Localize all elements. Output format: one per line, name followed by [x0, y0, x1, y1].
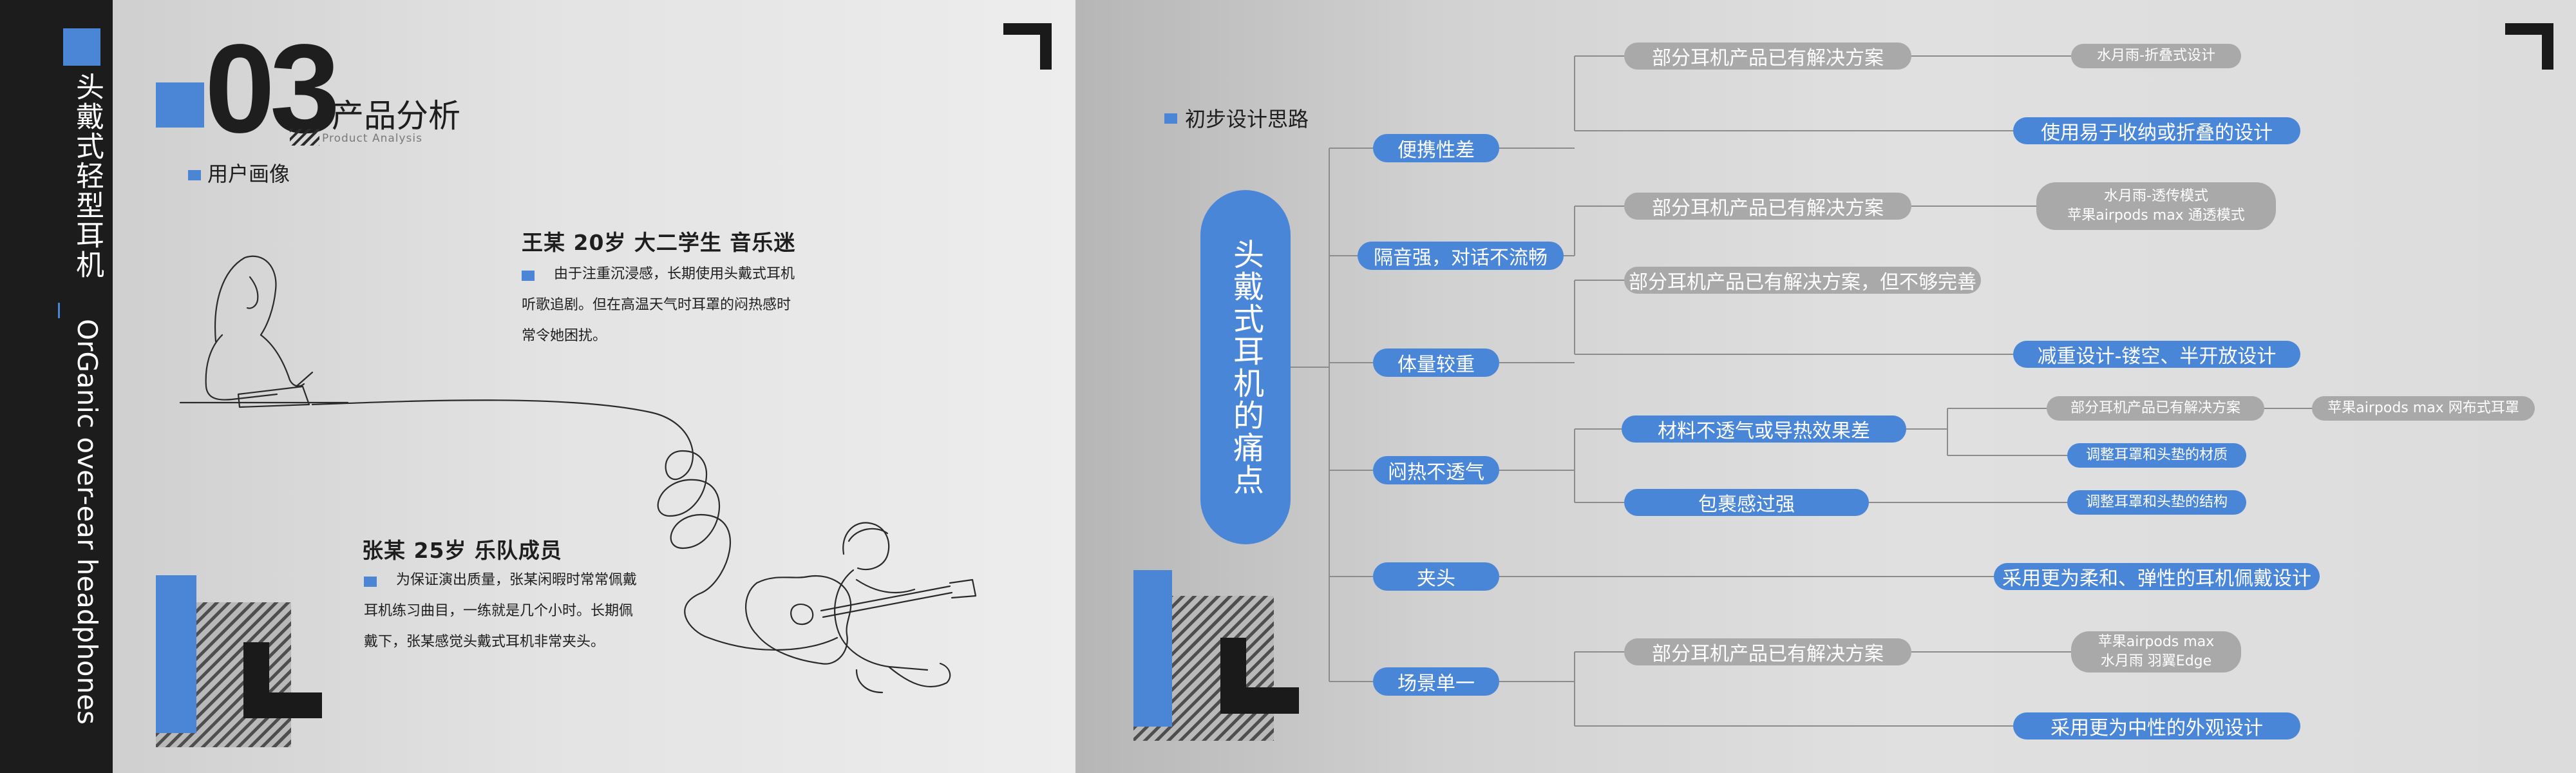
- pain-point-weight: 体量较重: [1373, 348, 1499, 377]
- persona2-line2: 耳机练习曲目，一练就是几个小时。长期佩: [364, 603, 634, 619]
- mindmap-section-bullet: [1164, 113, 1177, 124]
- node-b1x-line1: 水月雨-透传模式: [2104, 188, 2208, 204]
- corner-mark-right-top: [2505, 23, 2553, 35]
- center-topic: 头戴式耳机的痛点: [1200, 190, 1291, 544]
- node-d1y: 调整耳罩和头垫的材质: [2067, 443, 2246, 468]
- header-blue-square: [156, 82, 204, 128]
- node-d1x: 部分耳机产品已有解决方案: [2047, 396, 2264, 421]
- header-hatch: [290, 129, 319, 146]
- node-b1x-line2: 苹果airpods max 通透模式: [2067, 207, 2245, 224]
- corner-mark-right-side: [2542, 23, 2553, 70]
- sidebar-accent-square: [63, 28, 100, 66]
- sidebar-title: 头戴式轻型耳机: [71, 72, 104, 280]
- persona-section-label: 用户画像: [207, 162, 290, 186]
- persona2-line1: 为保证演出质量，张某闲暇时常常佩戴: [396, 572, 638, 588]
- deco-dark-foot-left: [243, 692, 322, 718]
- pain-point-scenario: 场景单一: [1373, 667, 1499, 696]
- node-d2: 包裹感过强: [1624, 489, 1869, 516]
- corner-mark-left-side: [1040, 23, 1052, 70]
- node-c1: 部分耳机产品已有解决方案，但不够完善: [1624, 267, 1981, 294]
- node-f1x: 苹果airpods max 水月雨 羽翼Edge: [2071, 631, 2241, 673]
- node-b1: 部分耳机产品已有解决方案: [1624, 193, 1911, 220]
- sidebar: 头戴式轻型耳机 OrGanic over-ear headphones: [0, 0, 113, 773]
- deco-blue-left: [156, 575, 196, 733]
- section-title: 产品分析: [332, 97, 460, 135]
- node-c2: 减重设计-镂空、半开放设计: [2013, 341, 2300, 368]
- persona1-bullet: [522, 271, 535, 281]
- node-d1xx: 苹果airpods max 网布式耳罩: [2312, 396, 2535, 421]
- corner-mark-left-top: [1003, 23, 1052, 35]
- node-d1: 材料不透气或导热效果差: [1622, 415, 1906, 443]
- node-a1x: 水月雨-折叠式设计: [2071, 44, 2241, 68]
- persona2-title: 张某 25岁 乐队成员: [362, 538, 562, 563]
- sidebar-subtitle: OrGanic over-ear headphones: [71, 319, 103, 725]
- node-a2: 使用易于收纳或折叠的设计: [2013, 117, 2300, 144]
- node-d2x: 调整耳罩和头垫的结构: [2067, 490, 2246, 515]
- mindmap-section-label: 初步设计思路: [1185, 107, 1309, 131]
- deco-blue-right: [1133, 570, 1172, 727]
- pain-point-breathability: 闷热不透气: [1373, 456, 1499, 484]
- pain-point-isolation: 隔音强，对话不流畅: [1358, 242, 1564, 270]
- persona1-line1: 由于注重沉浸感，长期使用头戴式耳机: [554, 266, 795, 282]
- persona2-line3: 戴下，张某感觉头戴式耳机非常夹头。: [364, 634, 605, 650]
- pain-point-clamping: 夹头: [1373, 562, 1499, 591]
- persona1-title: 王某 20岁 大二学生 音乐迷: [522, 230, 796, 255]
- node-a1: 部分耳机产品已有解决方案: [1624, 43, 1911, 70]
- node-e1: 采用更为柔和、弹性的耳机佩戴设计: [1994, 563, 2320, 590]
- section-title-en: Product Analysis: [322, 132, 422, 145]
- node-f1: 部分耳机产品已有解决方案: [1624, 638, 1911, 665]
- sidebar-divider: [58, 303, 60, 318]
- node-f1x-line1: 苹果airpods max: [2098, 634, 2215, 650]
- persona1-description: 由于注重沉浸感，长期使用头戴式耳机 听歌追剧。但在高温天气时耳罩的闷热感时 常令…: [522, 259, 831, 352]
- persona1-line2: 听歌追剧。但在高温天气时耳罩的闷热感时: [522, 297, 791, 313]
- pain-point-portability: 便携性差: [1373, 134, 1499, 162]
- persona1-line3: 常令她困扰。: [522, 328, 607, 344]
- persona-section-bullet: [188, 170, 201, 180]
- node-f1x-line2: 水月雨 羽翼Edge: [2100, 653, 2212, 669]
- deco-dark-foot-right: [1220, 687, 1299, 714]
- node-f2: 采用更为中性的外观设计: [2013, 712, 2300, 740]
- persona2-description: 为保证演出质量，张某闲暇时常常佩戴 耳机练习曲目，一练就是几个小时。长期佩 戴下…: [364, 565, 673, 658]
- node-b1x: 水月雨-透传模式 苹果airpods max 通透模式: [2036, 182, 2276, 230]
